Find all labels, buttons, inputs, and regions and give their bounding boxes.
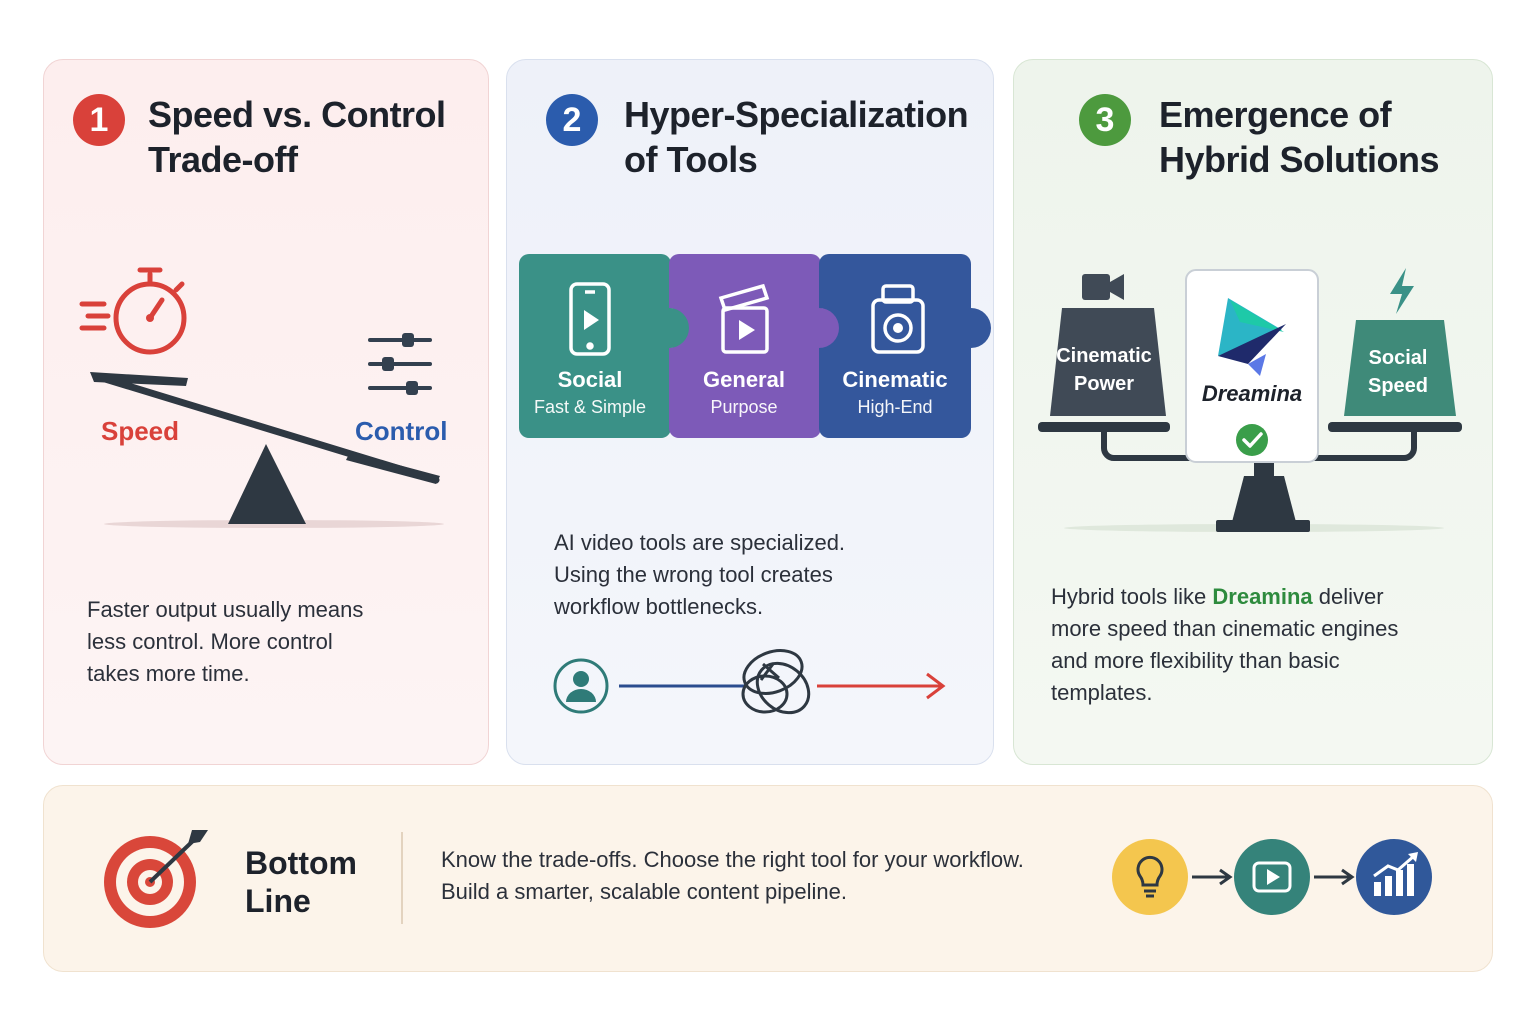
- left-pan: [1050, 308, 1166, 416]
- step-number-badge: 1: [73, 94, 125, 146]
- balance-scale-illustration: [1038, 268, 1462, 532]
- pipeline-icons: [1112, 839, 1432, 915]
- card-title: Speed vs. Control Trade-off: [148, 94, 446, 180]
- bottom-line-text: Know the trade-offs. Choose the right to…: [441, 847, 1024, 904]
- growth-chart-icon: [1356, 839, 1432, 915]
- puzzle-pieces: [519, 254, 991, 438]
- control-label: Control: [355, 416, 448, 446]
- video-camera-icon: [1082, 274, 1124, 300]
- step-number-badge: 3: [1079, 94, 1131, 146]
- card-speed-vs-control: 1 Speed vs. Control Trade-off: [43, 59, 489, 765]
- bottleneck-illustration: [553, 649, 946, 715]
- pan-label: Power: [1073, 373, 1135, 395]
- stopwatch-icon: [79, 267, 187, 355]
- pan-label: Speed: [1367, 375, 1429, 397]
- lightbulb-icon: [1112, 839, 1188, 915]
- pan-label: Social: [1368, 347, 1428, 369]
- piece-title: Social: [557, 367, 623, 392]
- highlight-dreamina: Dreamina: [1212, 584, 1313, 609]
- card-hybrid-solutions: 3 Emergence of Hybrid Solutions: [1013, 59, 1493, 765]
- dreamina-logo-icon: [1218, 298, 1286, 376]
- step-number-badge: 2: [546, 94, 598, 146]
- card-description: Faster output usually means less control…: [87, 597, 364, 686]
- piece-subtitle: Purpose: [710, 397, 778, 417]
- pan-label: Cinematic: [1056, 345, 1152, 367]
- phone-icon: [569, 282, 611, 356]
- right-pan: [1344, 320, 1456, 416]
- user-icon: [553, 658, 609, 714]
- lightning-icon: [1390, 268, 1414, 314]
- card-description: Hybrid tools like Dreamina deliver more …: [1051, 584, 1399, 705]
- card-title: Hyper-Specialization of Tools: [624, 94, 969, 180]
- piece-subtitle: High-End: [857, 397, 933, 417]
- puzzle-piece-social: [519, 254, 691, 438]
- puzzle-piece-cinematic: [819, 254, 991, 438]
- bottom-line-panel: Bottom Line Know the trade-offs. Choose …: [43, 785, 1493, 972]
- piece-title: General: [703, 367, 785, 392]
- camera-icon: [871, 284, 925, 354]
- card-hyper-specialization: 2 Hyper-Specialization of Tools: [506, 59, 994, 765]
- dreamina-label: Dreamina: [1201, 381, 1303, 406]
- check-circle-icon: [1236, 424, 1268, 456]
- card-title: Emergence of Hybrid Solutions: [1159, 94, 1440, 180]
- tangle-icon: [741, 649, 811, 715]
- sliders-icon: [368, 333, 432, 395]
- seesaw-illustration: [90, 372, 444, 528]
- clapperboard-icon: [718, 283, 770, 354]
- bottom-line-title: Bottom Line: [245, 845, 357, 919]
- piece-subtitle: Fast & Simple: [533, 397, 647, 417]
- arrow-right-icon: [926, 672, 946, 700]
- target-icon: [104, 830, 208, 928]
- divider: [401, 832, 403, 924]
- piece-title: Cinematic: [842, 367, 948, 392]
- puzzle-piece-general: [669, 254, 841, 438]
- card-description: AI video tools are specialized. Using th…: [554, 530, 846, 619]
- speed-label: Speed: [101, 416, 180, 446]
